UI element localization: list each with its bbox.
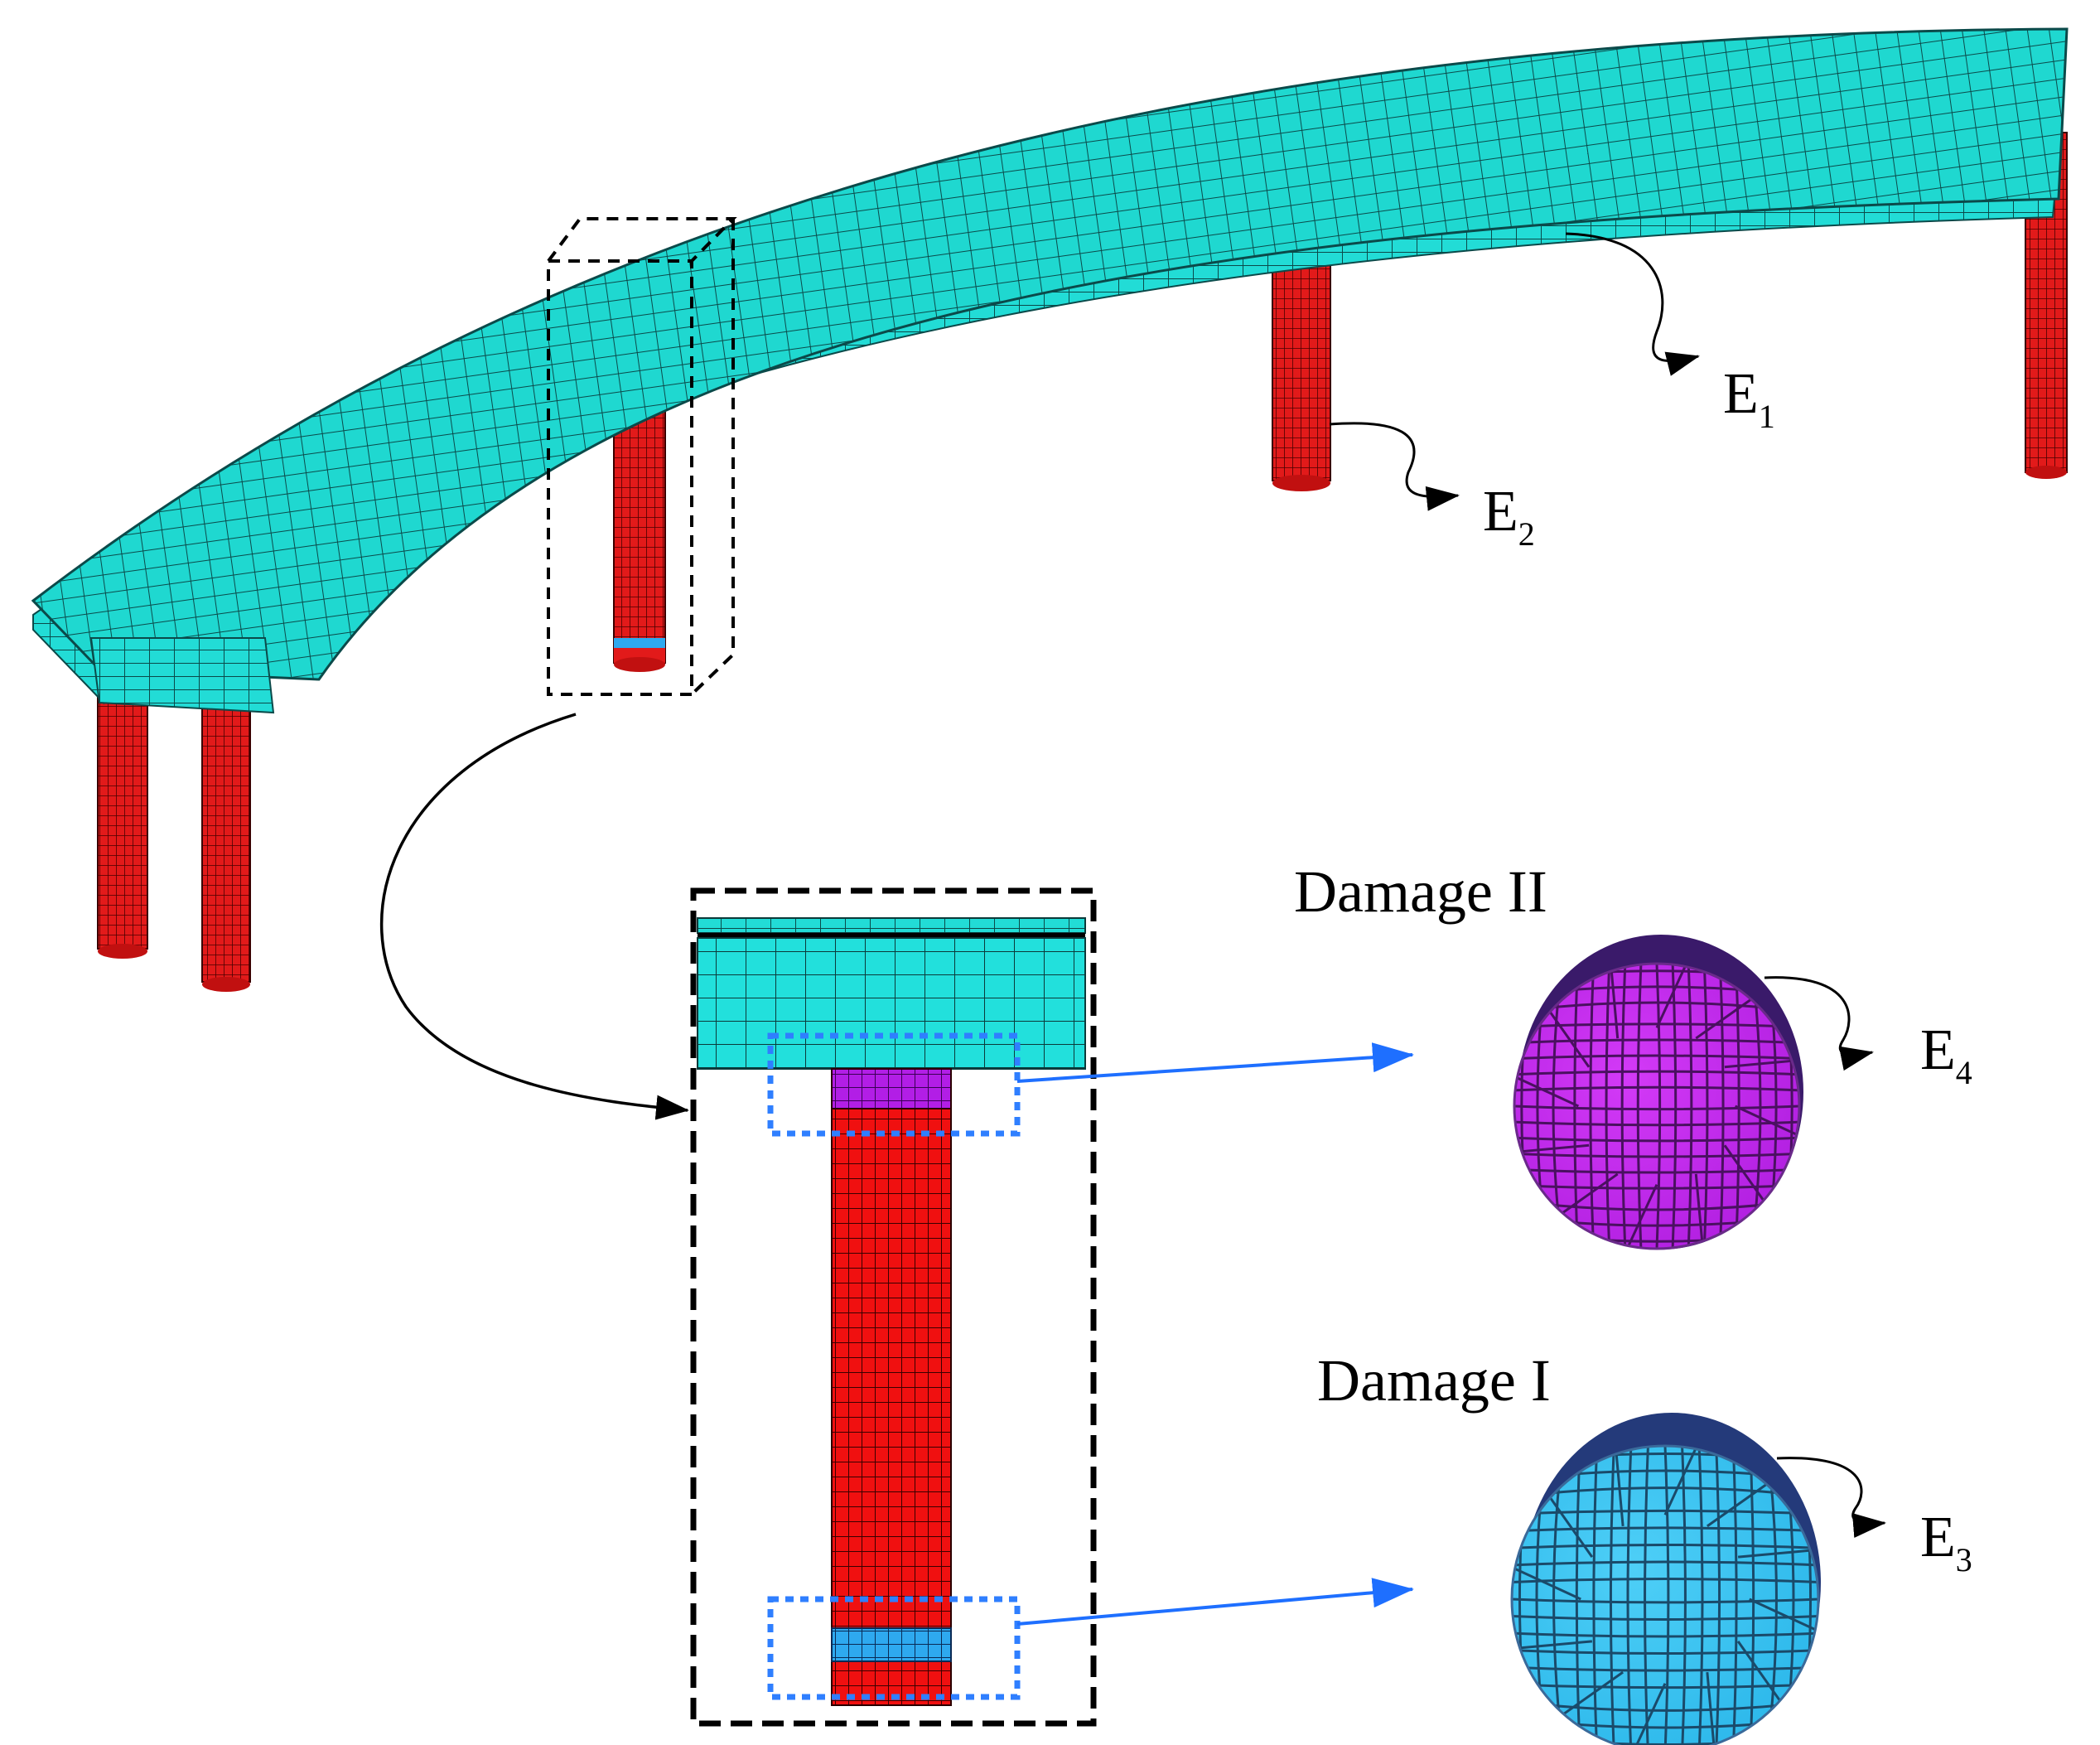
detail-frame <box>690 887 1097 1727</box>
damage-zone-i <box>831 1627 952 1662</box>
callout-e2: E2 <box>1329 422 1535 553</box>
highlight-box-top <box>767 1032 1021 1137</box>
callout-e1: E1 <box>1565 232 1775 435</box>
label-e1: E1 <box>1723 362 1775 435</box>
damage-zone-ii <box>831 1068 952 1109</box>
highlight-box-bottom <box>767 1596 1021 1700</box>
pier-column <box>831 1068 952 1706</box>
blue-arrow-top <box>1016 1042 1414 1083</box>
pier-middle <box>1272 248 1331 491</box>
cap-beam <box>697 937 1086 1070</box>
blue-arrow-bottom <box>1016 1578 1414 1626</box>
callout-e4: E4 <box>1764 976 1972 1091</box>
label-damage-ii: Damage II <box>1294 858 1547 925</box>
detail-view <box>690 887 1097 1727</box>
pier-highlighted <box>613 397 666 672</box>
pier-left-a <box>97 679 148 959</box>
damage-i-section: Damage I <box>1317 1347 1821 1745</box>
callout-e3: E3 <box>1776 1457 1972 1578</box>
pier-left-b <box>201 708 251 992</box>
bridge-deck <box>31 27 2069 714</box>
damage-ii-section: Damage II <box>1294 858 1803 1250</box>
label-e2: E2 <box>1483 480 1535 553</box>
highlight-box-3d <box>547 217 737 696</box>
label-e4: E4 <box>1920 1018 1972 1091</box>
label-damage-i: Damage I <box>1317 1347 1551 1414</box>
zoom-arrow <box>379 713 689 1120</box>
label-e3: E3 <box>1920 1506 1972 1578</box>
